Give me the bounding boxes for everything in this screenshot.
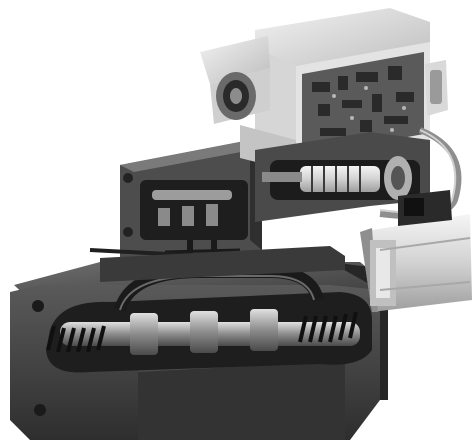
circuit-board — [312, 66, 414, 136]
position-transducer — [255, 132, 430, 222]
main-solenoid — [360, 190, 472, 312]
spool-cutaway — [46, 266, 372, 373]
electronics-housing — [200, 8, 448, 172]
round-connector — [216, 72, 256, 120]
left-spring — [46, 325, 106, 353]
right-spring — [298, 311, 358, 343]
pilot-block — [89, 140, 345, 282]
